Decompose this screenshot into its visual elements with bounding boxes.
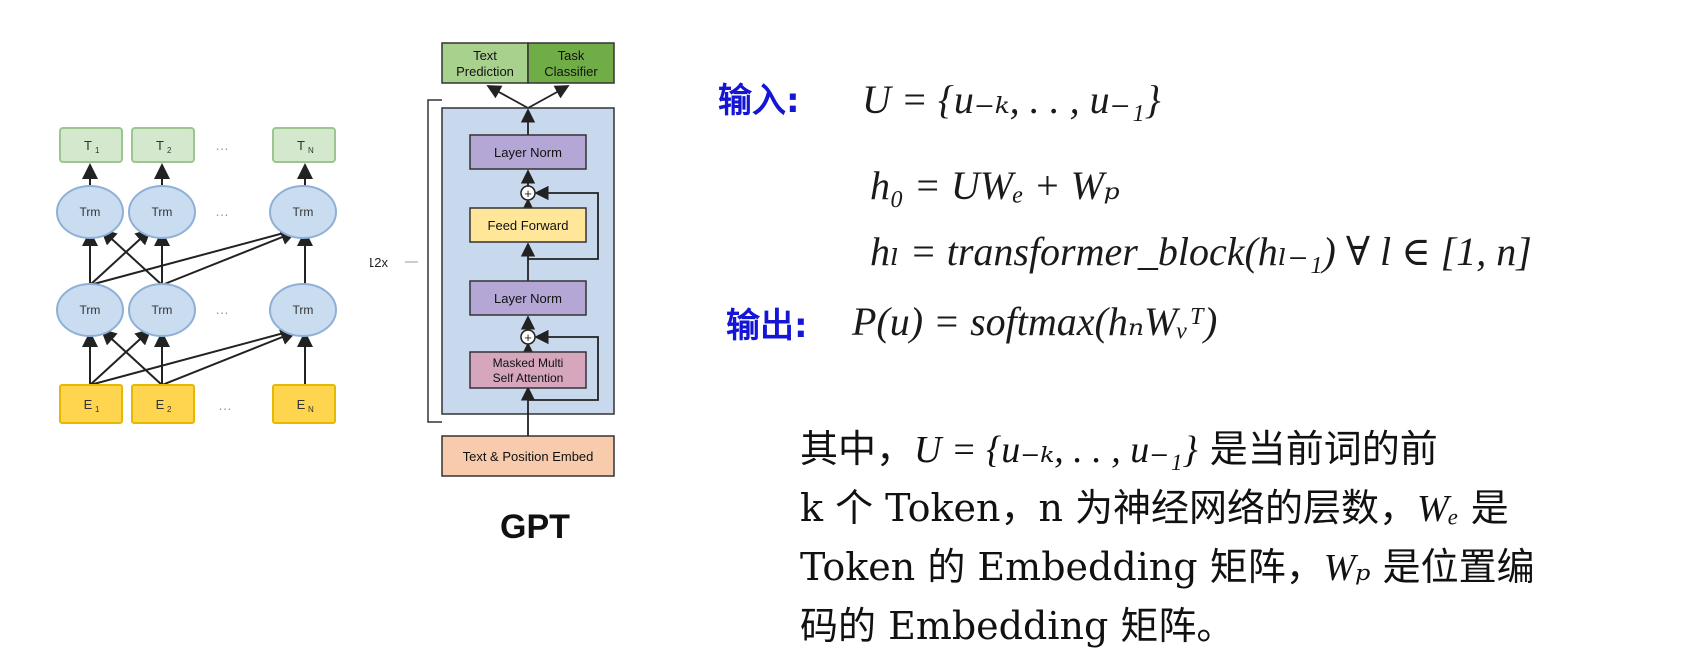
- svg-text:Trm: Trm: [152, 303, 173, 317]
- svg-text:Trm: Trm: [80, 205, 101, 219]
- bert-output-boxes: T 1 T 2 … T N: [59, 127, 336, 163]
- svg-text:Trm: Trm: [80, 303, 101, 317]
- trm-node: [128, 185, 196, 239]
- bert-ellipsis: …: [215, 137, 229, 153]
- trm-node: [56, 185, 124, 239]
- bert-output-sub: 1: [95, 146, 100, 155]
- input-label: 输入:: [718, 81, 800, 121]
- bert-embedding-box: [131, 384, 195, 424]
- h0-equation: h₀ = UWₑ + Wₚ: [870, 163, 1120, 208]
- svg-text:…: …: [215, 203, 229, 219]
- bert-output-label: T: [84, 138, 92, 153]
- svg-text:Self Attention: Self Attention: [493, 371, 564, 385]
- bert-output-box: [272, 127, 336, 163]
- explanation-line-4: 码的 Embedding 矩阵。: [800, 604, 1235, 648]
- add-circle: [520, 185, 536, 201]
- svg-text:Trm: Trm: [152, 205, 173, 219]
- bert-embedding-sub: N: [308, 405, 314, 414]
- svg-text:Task: Task: [558, 48, 585, 63]
- bert-embedding-sub: 1: [95, 405, 100, 414]
- bert-embedding-label: E: [297, 397, 306, 412]
- bert-output-box: [131, 127, 195, 163]
- bert-output-label: T: [297, 138, 305, 153]
- explanation-line-2: k 个 Token，n 为神经网络的层数，Wₑ 是: [800, 486, 1509, 530]
- output-label: 输出:: [726, 306, 808, 346]
- layer-norm-bottom: [469, 280, 587, 316]
- bert-embedding-label: E: [84, 397, 93, 412]
- bert-output-box: [59, 127, 123, 163]
- bert-upper-trm-row: Trm Trm … Trm: [56, 185, 337, 239]
- explanation-line-3: Token 的 Embedding 矩阵，Wₚ 是位置编: [800, 545, 1535, 589]
- svg-text:+: +: [524, 330, 532, 345]
- svg-text:Layer Norm: Layer Norm: [494, 145, 562, 160]
- svg-text:Masked Multi: Masked Multi: [493, 356, 564, 370]
- trm-node: [269, 283, 337, 337]
- text-prediction-box: [441, 42, 529, 84]
- add-circle: [520, 329, 536, 345]
- input-equation: U = {u₋ₖ, . . , u₋₁}: [862, 77, 1161, 122]
- bert-ellipsis: …: [218, 397, 232, 413]
- gpt-title: GPT: [500, 508, 570, 546]
- repeat-bracket: [427, 99, 442, 423]
- bert-embedding-label: E: [156, 397, 165, 412]
- task-classifier-box: [527, 42, 615, 84]
- svg-text:Text: Text: [473, 48, 497, 63]
- svg-text:Prediction: Prediction: [456, 64, 514, 79]
- bert-embedding-sub: 2: [167, 405, 172, 414]
- svg-text:+: +: [524, 186, 532, 201]
- hl-equation: hₗ = transformer_block(hₗ₋₁) ∀ l ∈ [1, n…: [870, 229, 1532, 274]
- repeat-label: 12x: [370, 255, 388, 270]
- svg-text:Trm: Trm: [293, 205, 314, 219]
- bert-output-sub: N: [308, 146, 314, 155]
- layer-norm-top: [469, 134, 587, 170]
- gpt-architecture-diagram: Text Prediction Task Classifier 12x + + …: [370, 42, 615, 477]
- bert-lower-connections: [82, 325, 313, 386]
- svg-text:Text & Position Embed: Text & Position Embed: [463, 449, 594, 464]
- text-position-embed: [441, 435, 615, 477]
- bert-upper-connections: [82, 225, 313, 286]
- feed-forward: [469, 207, 587, 243]
- trm-node: [56, 283, 124, 337]
- svg-text:…: …: [215, 301, 229, 317]
- bert-embedding-boxes: E 1 E 2 … E N: [59, 384, 336, 424]
- bert-embedding-box: [59, 384, 123, 424]
- explanation-paragraph: 其中，U = {u₋ₖ, . . , u₋₁} 是当前词的前 k 个 Token…: [800, 420, 1680, 655]
- explanation-line-1: 其中，U = {u₋ₖ, . . , u₋₁} 是当前词的前: [800, 427, 1438, 471]
- svg-text:Classifier: Classifier: [544, 64, 598, 79]
- svg-text:Layer Norm: Layer Norm: [494, 291, 562, 306]
- masked-self-attention: [469, 351, 587, 389]
- bert-output-label: T: [156, 138, 164, 153]
- bert-trm-diagram: T 1 T 2 … T N Trm Trm … Trm Trm Trm … Tr…: [56, 127, 337, 424]
- output-equation: P(u) = softmax(hₙWᵥᵀ): [852, 299, 1218, 344]
- trm-node: [269, 185, 337, 239]
- svg-text:Trm: Trm: [293, 303, 314, 317]
- bert-output-connections: [82, 163, 313, 187]
- svg-text:Feed Forward: Feed Forward: [488, 218, 569, 233]
- bert-lower-trm-row: Trm Trm … Trm: [56, 283, 337, 337]
- bert-embedding-box: [272, 384, 336, 424]
- bert-output-sub: 2: [167, 146, 172, 155]
- trm-node: [128, 283, 196, 337]
